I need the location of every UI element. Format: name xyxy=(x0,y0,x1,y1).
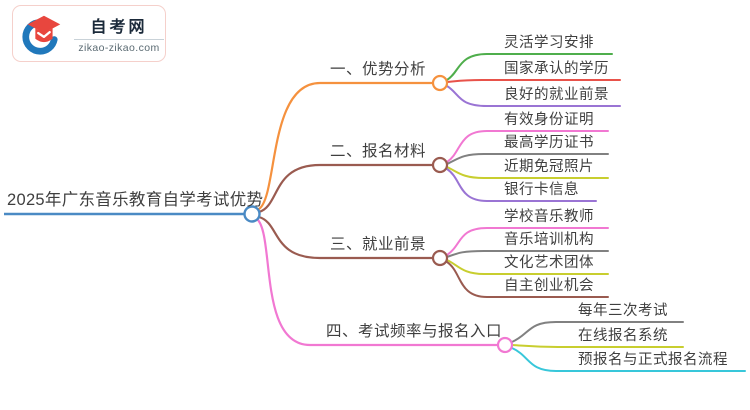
child-node-label: 良好的就业前景 xyxy=(504,87,609,103)
branch-3-connector xyxy=(257,215,435,260)
branch-2-node-circle xyxy=(431,156,449,174)
branch-1-connector xyxy=(257,81,435,211)
child-node-label: 国家承认的学历 xyxy=(504,61,609,77)
branch-3-node-circle xyxy=(431,249,449,267)
branch-2-connector xyxy=(257,163,435,214)
branch-4-node-circle xyxy=(496,336,514,354)
branch-2-label: 二、报名材料 xyxy=(330,143,427,160)
child-node-label: 最高学历证书 xyxy=(504,135,594,151)
branch-3-child-3-connector xyxy=(446,259,609,275)
branch-3-child-4-connector xyxy=(446,261,609,298)
branch-2-child-3-connector xyxy=(446,166,609,179)
branch-3-child-1-connector xyxy=(446,227,609,256)
branch-1-child-3-connector xyxy=(446,85,621,107)
branch-1-label: 一、优势分析 xyxy=(330,61,427,78)
child-node-label: 灵活学习安排 xyxy=(504,35,594,51)
logo-divider xyxy=(74,39,164,40)
child-node-label: 有效身份证明 xyxy=(504,112,594,128)
child-node-label: 近期免冠照片 xyxy=(504,159,594,175)
branch-2-child-4-connector xyxy=(446,168,597,202)
logo-title: 自考网 xyxy=(90,19,148,36)
branch-1-node-circle xyxy=(431,74,449,92)
child-node-label: 自主创业机会 xyxy=(504,278,594,294)
branch-4-connector xyxy=(255,217,500,347)
root-node-circle xyxy=(243,205,261,223)
child-node-label: 学校音乐教师 xyxy=(504,209,594,225)
branch-4-child-3-connector xyxy=(511,347,746,372)
child-node-label: 文化艺术团体 xyxy=(504,255,594,271)
branch-3-label: 三、就业前景 xyxy=(330,236,427,253)
child-node-label: 银行卡信息 xyxy=(504,182,579,198)
branch-3-child-2-connector xyxy=(446,250,609,258)
child-node-label: 预报名与正式报名流程 xyxy=(578,352,728,368)
branch-1-child-1-connector xyxy=(446,53,613,81)
child-node-label: 在线报名系统 xyxy=(578,328,668,344)
child-node-label: 音乐培训机构 xyxy=(504,232,594,248)
branch-2-child-2-connector xyxy=(446,153,609,165)
branch-4-label: 四、考试频率与报名入口 xyxy=(326,323,503,340)
root-node-label: 2025年广东音乐教育自学考试优势 xyxy=(7,191,264,209)
branch-4-child-2-connector xyxy=(511,344,684,348)
branch-4-child-1-connector xyxy=(511,321,684,343)
logo-domain: zikao-zikao.com xyxy=(78,42,160,54)
branch-1-child-2-connector xyxy=(446,79,621,83)
branch-2-child-1-connector xyxy=(446,130,609,163)
child-node-label: 每年三次考试 xyxy=(578,303,668,319)
site-logo: 自考网 zikao-zikao.com xyxy=(12,5,166,62)
graduation-cap-icon xyxy=(22,15,61,55)
